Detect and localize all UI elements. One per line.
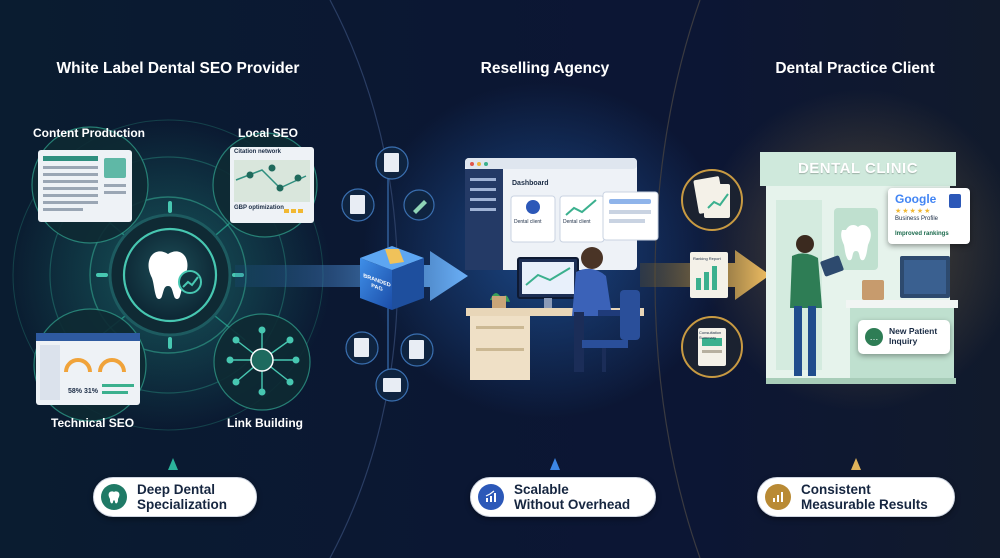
dashboard-card-1: Dental client <box>514 219 542 225</box>
badge-3-line1: Consistent <box>801 482 871 497</box>
new-patient-inquiry-bubble: … New Patient Inquiry <box>858 320 950 354</box>
tech-stat-2: 31% <box>84 388 99 395</box>
technical-seo-dashboard-card <box>36 333 140 405</box>
dashboard-card-2: Dental client <box>563 219 591 225</box>
google-logo-text: Google <box>895 192 937 206</box>
results-chart-icon <box>765 484 791 510</box>
badge-scalable: Scalable Without Overhead <box>470 477 656 517</box>
deliverable-icons <box>341 146 435 402</box>
badge-2-line1: Scalable <box>514 482 569 497</box>
clinic-tooth-icon <box>841 225 871 261</box>
badge-3-line2: Measurable Results <box>801 497 928 512</box>
improved-rankings-text: Improved rankings <box>895 231 949 237</box>
growth-chart-icon <box>478 484 504 510</box>
client-report-icons <box>681 169 743 378</box>
badge-1-line1: Deep Dental <box>137 482 216 497</box>
badge-2-line2: Without Overhead <box>514 497 631 512</box>
bookmark-icon <box>949 194 961 208</box>
clinic-sign: DENTAL CLINIC <box>797 160 919 177</box>
gbp-optimization-text: GBP optimization <box>234 205 284 211</box>
technical-seo-label: Technical SEO <box>51 416 135 430</box>
dashboard-title: Dashboard <box>512 180 549 187</box>
badge-pointer-1 <box>168 458 178 470</box>
citation-network-text: Citation network <box>234 149 282 155</box>
tooth-icon <box>148 251 188 299</box>
provider-column-title: White Label Dental SEO Provider <box>56 60 300 77</box>
agency-column-title: Reselling Agency <box>480 60 610 77</box>
ranking-report-text: Ranking Report <box>693 256 721 261</box>
local-seo-map-card <box>230 147 314 223</box>
link-network-nodes <box>226 326 300 396</box>
inquiry-text: New Patient Inquiry <box>889 326 937 346</box>
agency-workspace-illustration <box>466 247 644 380</box>
agency-dashboard-window <box>465 158 659 270</box>
local-seo-label: Local SEO <box>238 126 299 140</box>
link-hub-tooth-icon <box>250 348 274 372</box>
tooth-icon <box>101 484 127 510</box>
consultation-summary-text: Consultation Summary <box>699 330 722 340</box>
provider-to-package-arrow <box>235 251 468 301</box>
inquiry-line2: Inquiry <box>889 336 918 346</box>
badge-deep-dental: Deep Dental Specialization <box>93 477 257 517</box>
chat-icon: … <box>865 328 883 346</box>
badge-pointer-3 <box>851 458 861 470</box>
rating-stars: ★★★★★ <box>895 208 932 215</box>
badge-pointer-2 <box>550 458 560 470</box>
inquiry-line1: New Patient <box>889 326 938 336</box>
business-profile-text: Business Profile <box>895 216 939 222</box>
central-hub <box>96 201 244 349</box>
content-production-label: Content Production <box>33 126 145 140</box>
branded-package-box <box>360 246 424 310</box>
tech-stat-1: 58% <box>68 388 83 395</box>
badge-1-line2: Specialization <box>137 497 228 512</box>
google-business-card: Google ★★★★★ Business Profile Improved r… <box>888 188 970 244</box>
client-column-title: Dental Practice Client <box>775 60 935 77</box>
content-document-card <box>38 150 132 222</box>
badge-consistent: Consistent Measurable Results <box>757 477 955 517</box>
link-building-label: Link Building <box>227 416 303 430</box>
